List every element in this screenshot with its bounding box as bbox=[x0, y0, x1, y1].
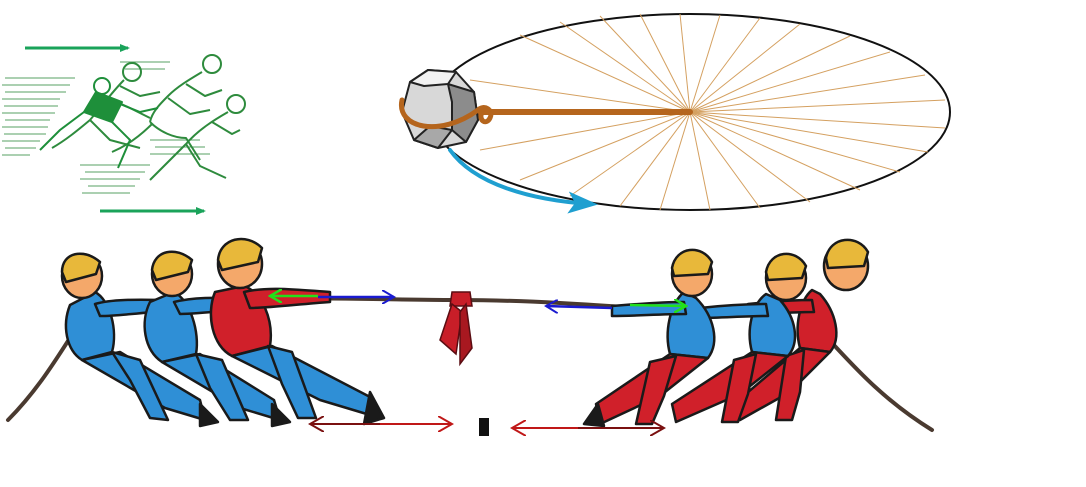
speed-lines bbox=[2, 61, 210, 194]
string-loop bbox=[399, 97, 494, 130]
runner-back bbox=[149, 94, 246, 181]
orbit-spokes bbox=[469, 13, 946, 211]
runner-front bbox=[111, 54, 223, 161]
right-tension-arrow bbox=[546, 306, 613, 308]
left-team bbox=[60, 237, 386, 428]
right-pull-arrow-bright bbox=[629, 305, 686, 306]
left-player-3 bbox=[209, 237, 386, 426]
velocity-arrow bbox=[448, 148, 598, 214]
rope-ribbon bbox=[439, 291, 473, 367]
tug-of-war-icon bbox=[6, 237, 934, 436]
left-player-2 bbox=[143, 250, 292, 428]
stone-on-string-icon bbox=[399, 13, 951, 214]
rock bbox=[401, 69, 479, 149]
runner-green bbox=[39, 77, 159, 169]
left-player-1 bbox=[60, 252, 220, 428]
right-player-2 bbox=[670, 252, 808, 424]
right-team bbox=[582, 238, 870, 428]
right-player-1 bbox=[582, 248, 716, 428]
rope-tail-left bbox=[6, 328, 77, 422]
sprinters-icon bbox=[2, 44, 246, 215]
center-marker bbox=[479, 418, 489, 436]
rope-tail-right bbox=[818, 328, 934, 432]
